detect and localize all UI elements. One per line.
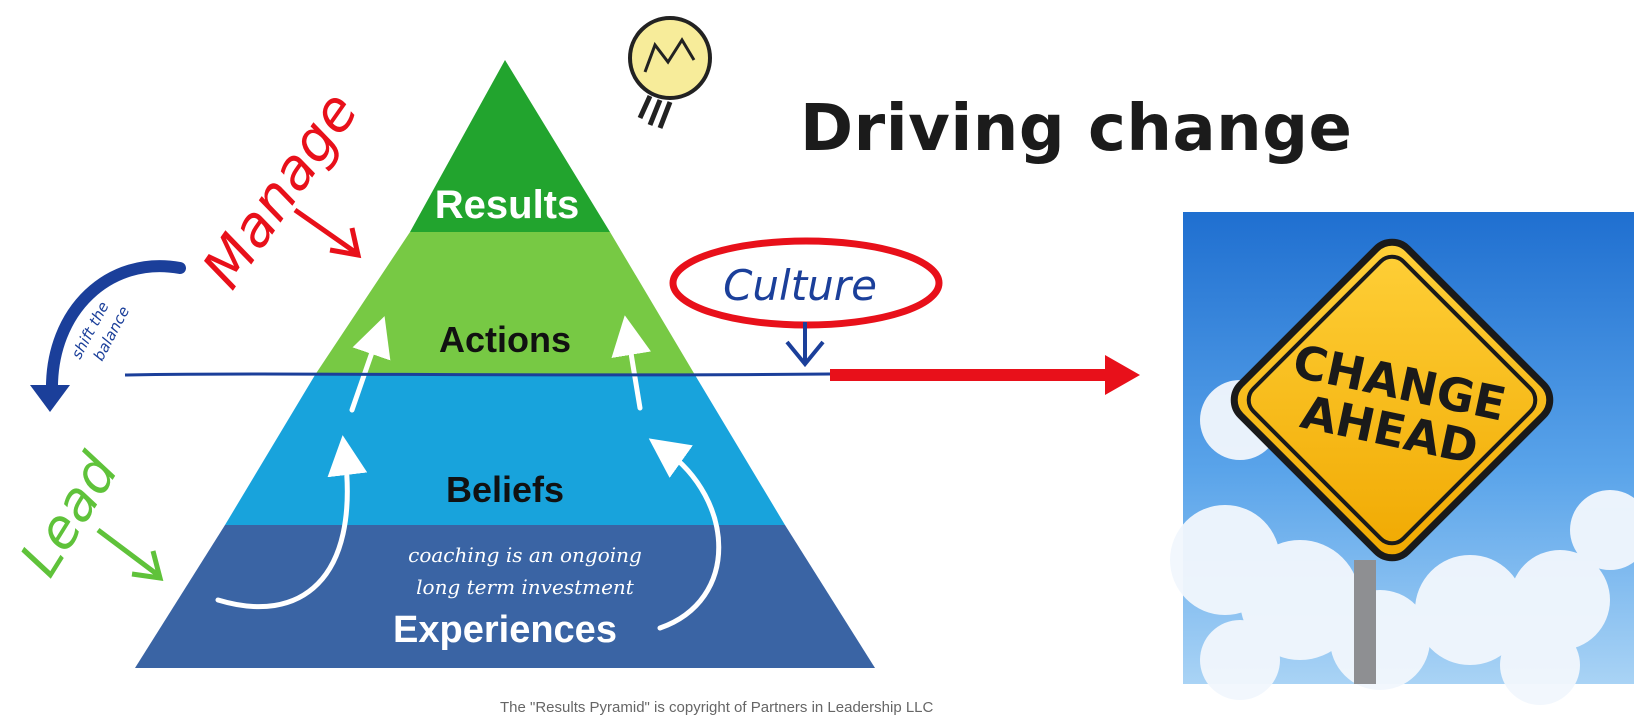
upward-arrows bbox=[215, 315, 722, 631]
culture-line bbox=[124, 372, 831, 377]
lead-label: Lead bbox=[8, 442, 131, 587]
warning-sign bbox=[1230, 238, 1554, 562]
pyramid-label-results: Results bbox=[435, 183, 580, 227]
manage-label: Manage bbox=[190, 81, 371, 301]
page-title: Driving change bbox=[800, 92, 1353, 166]
change-ahead-image: CHANGE AHEAD bbox=[1170, 212, 1634, 705]
shift-balance-annotation: shift the balance bbox=[30, 260, 186, 412]
pyramid-note-line-1: coaching is an ongoing bbox=[408, 543, 642, 567]
pyramid-level-results bbox=[410, 60, 610, 232]
lead-annotation: Lead bbox=[8, 442, 164, 587]
pyramid-label-actions: Actions bbox=[439, 319, 571, 360]
pyramid-level-beliefs bbox=[225, 375, 785, 525]
culture-down-arrow bbox=[785, 322, 825, 368]
culture-annotation: Culture bbox=[669, 237, 943, 368]
pyramid-level-experiences bbox=[135, 525, 875, 668]
pyramid-note-line-2: long term investment bbox=[416, 575, 635, 599]
pyramid-level-actions bbox=[315, 232, 695, 375]
pyramid-label-beliefs: Beliefs bbox=[446, 469, 564, 510]
culture-label: Culture bbox=[723, 261, 877, 310]
sign-post bbox=[1354, 560, 1376, 684]
manage-annotation: Manage bbox=[190, 81, 371, 301]
results-pyramid: Results Actions Beliefs coaching is an o… bbox=[135, 60, 875, 668]
copyright-notice: The "Results Pyramid" is copyright of Pa… bbox=[500, 699, 934, 716]
lightbulb-icon bbox=[628, 16, 712, 129]
pyramid-label-experiences: Experiences bbox=[393, 609, 617, 651]
red-arrow bbox=[830, 355, 1140, 395]
